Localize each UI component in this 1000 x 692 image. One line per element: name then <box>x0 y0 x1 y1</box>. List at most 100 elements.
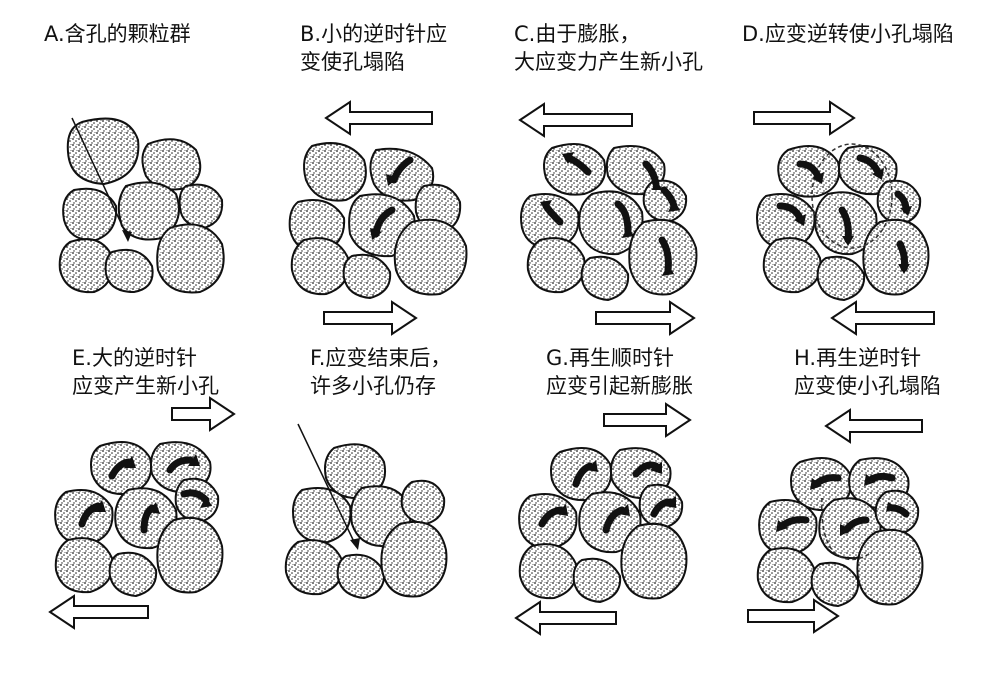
shear-arrow-top-right <box>603 402 692 438</box>
panel-d-label: D.应变逆转使小孔塌陷 <box>742 20 954 48</box>
shear-arrow-bottom-left <box>830 300 935 336</box>
arrowhead <box>650 462 662 474</box>
grain <box>862 218 930 296</box>
arrowhead <box>864 474 876 486</box>
panel-c-label: C.由于膨胀， 大应变力产生新小孔 <box>514 20 703 76</box>
panel-f-label-line-1: F.应变结束后， <box>310 346 452 370</box>
panel-g-label: G.再生顺时针 应变引起新膨胀 <box>546 344 693 400</box>
shear-arrow-top-left <box>518 102 633 138</box>
shear-arrow-bottom-left <box>514 600 617 636</box>
collapsed-pore-outline <box>821 497 873 561</box>
rotation-arrow <box>180 489 210 504</box>
grain <box>284 539 344 596</box>
panel-b-label-line-2: 变使孔塌陷 <box>300 50 405 74</box>
panel-a-label-line-1: A.含孔的颗粒群 <box>44 22 191 46</box>
arrowhead <box>898 264 910 274</box>
arrowhead <box>200 496 212 508</box>
arrowhead <box>886 502 898 512</box>
shear-arrow-top-right <box>753 100 856 136</box>
grain <box>526 237 586 294</box>
grain <box>342 253 392 300</box>
grain <box>572 557 622 604</box>
grain <box>393 218 468 296</box>
shear-arrow-bottom-right <box>747 598 840 634</box>
grain <box>290 237 350 296</box>
arrowhead <box>668 200 680 212</box>
shear-arrow-bottom-right <box>323 300 418 336</box>
grain <box>762 237 822 294</box>
grain <box>620 522 688 600</box>
rotation-arrow <box>632 461 660 478</box>
rotation-arrow <box>78 502 102 528</box>
grain <box>108 551 158 598</box>
rotation-arrow <box>776 202 804 222</box>
grain <box>756 547 816 604</box>
panel-d-label-line-1: D.应变逆转使小孔塌陷 <box>742 22 954 46</box>
grain <box>628 218 698 296</box>
grain <box>54 537 114 594</box>
grain <box>518 543 578 600</box>
rotation-arrow <box>602 506 626 534</box>
arrowhead <box>810 478 822 490</box>
arrowhead <box>900 206 912 216</box>
arrowhead <box>622 226 634 238</box>
panel-g-label-line-1: G.再生顺时针 <box>546 346 674 370</box>
rotation-arrow <box>866 472 896 484</box>
grain <box>816 255 866 302</box>
arrowhead <box>148 502 160 514</box>
panel-e-label-line-1: E.大的逆时针 <box>72 346 197 370</box>
arrowhead <box>872 168 884 180</box>
grain <box>292 487 352 544</box>
grain <box>156 223 225 294</box>
pore-pointer-line <box>71 117 129 239</box>
arrowhead <box>188 454 200 466</box>
shear-arrow-top-left <box>824 408 923 444</box>
grain <box>856 528 924 606</box>
shear-arrow-bottom-right <box>595 300 696 336</box>
arrowhead <box>556 504 568 516</box>
grain <box>104 248 154 294</box>
rotation-arrow <box>538 506 564 528</box>
panel-a-label: A.含孔的颗粒群 <box>44 20 191 48</box>
arrowhead <box>664 496 676 508</box>
grain <box>156 516 224 594</box>
grain <box>838 145 898 196</box>
arrowhead <box>370 228 382 240</box>
rotation-arrow <box>856 154 882 176</box>
grain <box>578 190 644 256</box>
arrowhead <box>586 460 598 472</box>
arrowhead <box>540 200 552 212</box>
arrowhead <box>652 178 662 190</box>
arrowhead <box>386 174 398 186</box>
panel-f-label: F.应变结束后， 许多小孔仍存 <box>310 344 451 400</box>
panel-b-label: B.小的逆时针应 变使孔塌陷 <box>300 20 447 76</box>
arrowhead <box>812 172 824 184</box>
arrowhead <box>618 504 630 516</box>
grain <box>580 255 630 302</box>
panel-h-label-line-2: 应变使小孔塌陷 <box>794 374 941 398</box>
panel-e-label: E.大的逆时针 应变产生新小孔 <box>72 344 219 400</box>
panel-f-label-line-2: 许多小孔仍存 <box>310 374 436 398</box>
grain <box>66 117 140 186</box>
panel-h-label: H.再生逆时针 应变使小孔塌陷 <box>794 344 941 400</box>
grain <box>336 553 386 600</box>
grain <box>369 147 435 202</box>
shear-arrow-bottom-left <box>48 594 149 630</box>
grain <box>874 489 920 536</box>
grain <box>380 520 448 598</box>
shear-arrow-top-left <box>324 100 433 136</box>
pore-pointer-arrowhead <box>122 230 132 242</box>
arrowhead <box>840 524 852 536</box>
rotation-arrow <box>108 458 132 480</box>
arrowhead <box>124 456 136 468</box>
pore-pointer-arrowhead <box>350 538 360 550</box>
grain <box>303 142 367 202</box>
panel-c-label-line-1: C.由于膨胀， <box>514 22 641 46</box>
panel-g-label-line-2: 应变引起新膨胀 <box>546 374 693 398</box>
shear-arrow-top-right <box>171 396 236 432</box>
